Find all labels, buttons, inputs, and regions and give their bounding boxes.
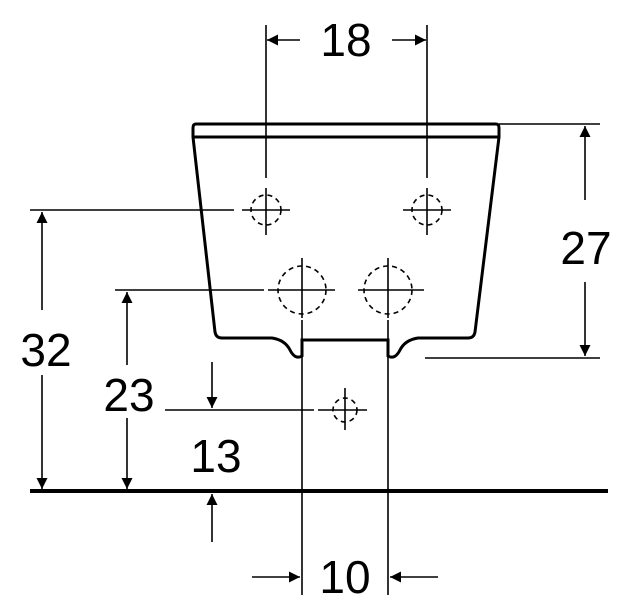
dimension-label-27: 27 — [560, 222, 611, 274]
lower-left-hole — [268, 258, 335, 318]
fixture-outline — [191, 122, 501, 359]
dimension-27: 27 — [425, 123, 612, 359]
dimension-23: 23 — [103, 289, 264, 489]
dimension-label-13: 13 — [190, 430, 241, 482]
dimension-label-18: 18 — [320, 14, 371, 66]
dimension-label-23: 23 — [103, 369, 154, 421]
dimension-32: 32 — [20, 209, 234, 489]
upper-right-hole — [403, 188, 451, 235]
dimension-label-32: 32 — [20, 324, 71, 376]
dimension-18: 18 — [265, 14, 428, 178]
dimension-10: 10 — [252, 320, 438, 603]
lower-right-hole — [358, 258, 424, 318]
bottom-hole — [318, 388, 367, 430]
dimension-label-10: 10 — [319, 551, 370, 603]
dimension-13: 13 — [165, 362, 314, 542]
upper-left-hole — [242, 188, 290, 235]
